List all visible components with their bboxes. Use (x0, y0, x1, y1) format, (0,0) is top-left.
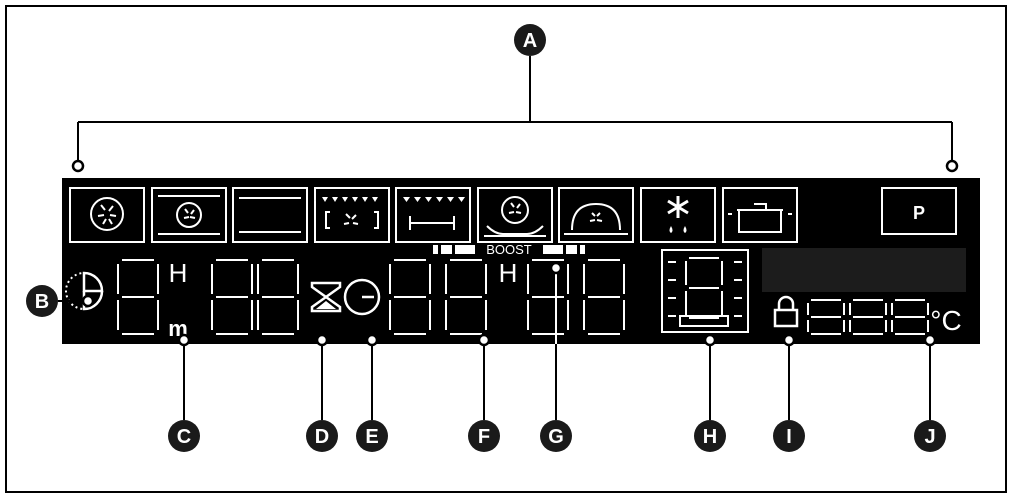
timer-hourglass-icon (310, 281, 342, 313)
callout-e: E (356, 420, 388, 452)
callout-h: H (694, 420, 726, 452)
callout-i: I (773, 420, 805, 452)
program-key: P (881, 187, 957, 235)
temperature-unit: °C (930, 305, 961, 336)
svg-text:J: J (924, 426, 935, 448)
seven-seg-digit (527, 259, 569, 335)
callout-g: G (540, 420, 572, 452)
seven-seg-digit (583, 259, 625, 335)
seven-seg-digit (891, 299, 929, 335)
svg-text:B: B (35, 291, 49, 313)
seven-seg-digit (211, 259, 253, 335)
end-time-icon (343, 278, 381, 316)
status-text-area (762, 248, 966, 292)
child-lock-icon (773, 295, 799, 328)
function-grill-fan-icon (314, 187, 390, 243)
svg-text:D: D (315, 426, 329, 448)
svg-text:G: G (548, 426, 564, 448)
callout-j: J (914, 420, 946, 452)
svg-text:H: H (703, 426, 717, 448)
seven-seg-digit (807, 299, 845, 335)
right-time-digits: H (389, 258, 625, 335)
svg-text:A: A (523, 30, 537, 52)
leader-dots (71, 159, 959, 347)
function-pizza-icon (477, 187, 553, 243)
bracket-a (77, 56, 953, 166)
temperature-digits: °C (807, 299, 962, 336)
function-grill-large-icon (395, 187, 471, 243)
function-slow-cook-icon (722, 187, 798, 243)
shelf-level-indicator (661, 249, 749, 333)
callout-c: C (168, 420, 200, 452)
callout-d: D (306, 420, 338, 452)
svg-text:I: I (786, 426, 792, 448)
function-icons-row: P (69, 187, 957, 243)
callout-f: F (468, 420, 500, 452)
svg-text:C: C (177, 426, 191, 448)
svg-text:E: E (365, 426, 378, 448)
hour-unit-left: H (169, 258, 188, 288)
callout-b: B (26, 285, 58, 317)
callout-a: A (514, 24, 546, 56)
seven-seg-digit (389, 259, 431, 335)
function-top-bottom-heat-icon (232, 187, 308, 243)
function-defrost-icon (640, 187, 716, 243)
hour-unit-right: H (499, 258, 518, 288)
program-key-label: P (913, 203, 925, 223)
boost-label: BOOST (486, 242, 532, 257)
seven-seg-digit (117, 259, 159, 335)
cooking-time-icon (65, 271, 104, 311)
leader-lines (58, 268, 931, 420)
left-time-digits: H m (117, 258, 299, 341)
seven-seg-digit (849, 299, 887, 335)
figure-frame (5, 5, 1007, 493)
function-hot-air-icon (69, 187, 145, 243)
boost-indicator: BOOST (433, 242, 585, 257)
seven-seg-digit (445, 259, 487, 335)
function-eco-icon (558, 187, 634, 243)
seven-seg-digit (257, 259, 299, 335)
function-hot-air-bottom-icon (151, 187, 227, 243)
svg-text:F: F (478, 426, 490, 448)
